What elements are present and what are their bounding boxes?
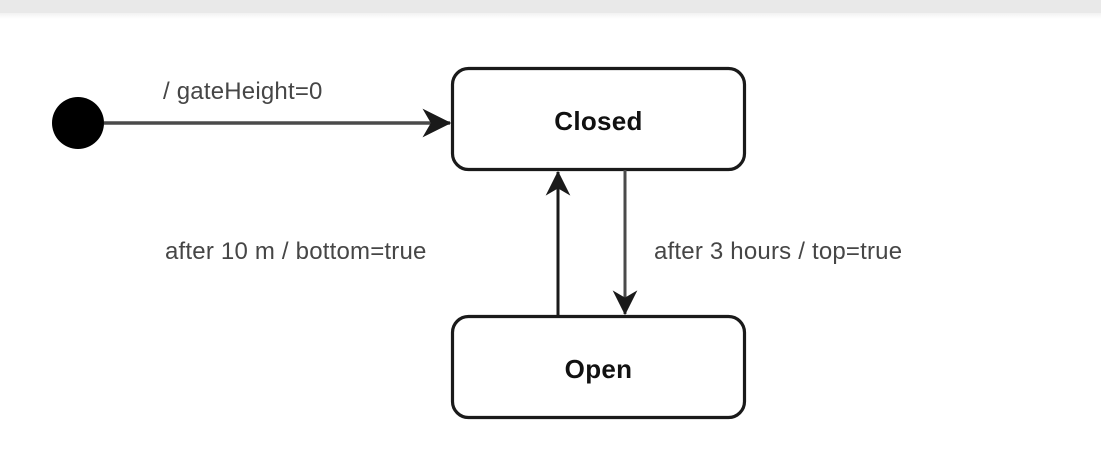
state-box-closed[interactable]	[450, 66, 747, 172]
initial-pseudostate-node[interactable]	[52, 97, 104, 149]
state-label-open: Open	[564, 354, 633, 384]
transition-label-init-to-closed: / gateHeight=0	[163, 78, 323, 105]
transition-label-open-to-closed: after 10 m / bottom=true	[165, 238, 427, 265]
window-top-band-fade	[0, 13, 1101, 19]
state-box-open[interactable]	[450, 314, 747, 420]
state-label-closed: Closed	[554, 106, 643, 136]
window-top-band	[0, 0, 1101, 13]
transition-label-closed-to-open: after 3 hours / top=true	[654, 238, 903, 265]
